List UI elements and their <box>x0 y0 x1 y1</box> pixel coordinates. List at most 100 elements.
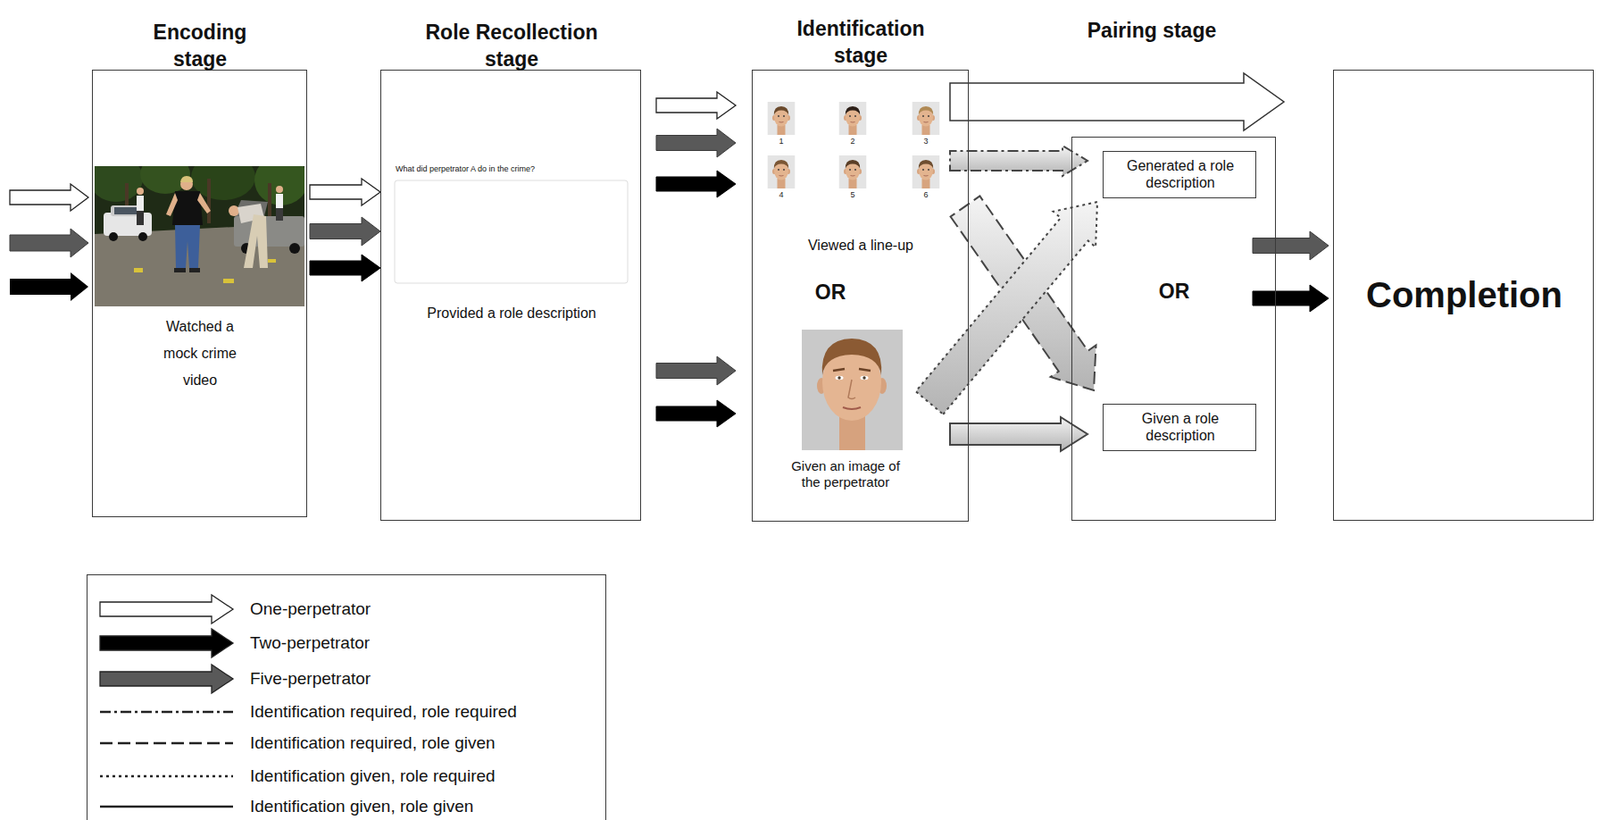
lineup-panel: Viewed a line-up <box>764 88 948 262</box>
crime-scene-photo <box>189 267 200 273</box>
stage-box: Pairing stageORGenerated a role descript… <box>1071 136 1276 521</box>
crime-scene-photo <box>289 242 300 254</box>
lineup-faces <box>912 101 941 135</box>
lineup-number: 3 <box>908 136 944 146</box>
crime-scene-photo <box>94 166 143 202</box>
stage-description: Watched a mock crime video <box>155 313 245 394</box>
stage-title: Role Recollection stage <box>400 18 624 73</box>
role-text: Generated a role description <box>1124 157 1237 192</box>
lineup-faces <box>912 155 941 189</box>
perpetrator-photo <box>862 375 866 379</box>
legend-line <box>100 741 234 745</box>
legend-text: Identification required, role required <box>250 700 517 723</box>
lineup-faces <box>767 101 941 189</box>
legend-text: Identification given, role required <box>250 765 496 787</box>
crime-scene-photo <box>197 192 211 214</box>
image-caption: Given an image of the perpetrator <box>787 458 904 491</box>
perpetrator-photo <box>835 375 844 380</box>
legend-swatch <box>96 790 240 820</box>
lineup-number: 4 <box>763 190 800 200</box>
legend-swatch <box>96 726 240 759</box>
block-arrow <box>1252 284 1329 312</box>
lineup-number: 5 <box>834 190 871 200</box>
perpetrator-photo <box>801 329 903 450</box>
lineup-faces <box>839 101 867 135</box>
legend-text: Two-perpetrator <box>250 632 370 654</box>
stage-description: Provided a role description <box>391 304 633 323</box>
lineup-number: 2 <box>834 136 871 146</box>
entry-arrow <box>9 183 89 301</box>
crime-scene-photo <box>275 208 284 221</box>
lineup-number: 6 <box>908 190 944 200</box>
crime-scene-photo <box>207 178 211 224</box>
block-arrow <box>656 170 736 198</box>
legend-arrow <box>100 628 234 658</box>
block-arrow <box>656 128 736 158</box>
legend-swatch <box>96 759 240 792</box>
crime-scene-photo <box>174 267 186 273</box>
stage-box: Role Recollection stageWhat did perpetra… <box>380 69 642 521</box>
crime-scene-photo <box>133 267 143 273</box>
image-panel: Given an image of the perpetrator <box>786 324 921 510</box>
legend-text: Identification required, role given <box>250 732 496 754</box>
crime-scene-photo <box>114 207 138 215</box>
legend-text: Identification given, role given <box>250 795 474 817</box>
perpetrator-photo <box>833 368 845 371</box>
answer-textbox <box>394 180 628 284</box>
entry-arrow <box>9 183 89 211</box>
lineup-faces <box>767 101 796 135</box>
stage-title: Identification stage <box>771 15 950 69</box>
perpetrator-photo <box>848 379 856 400</box>
block-arrow <box>916 201 1098 415</box>
block-arrow <box>1252 231 1329 260</box>
question-prompt: What did perpetrator A do in the crime? <box>395 164 626 175</box>
perpetrator-photo <box>842 407 861 409</box>
or-label: OR <box>1147 278 1201 304</box>
entry-arrow <box>9 272 89 301</box>
lineup-faces <box>839 155 867 189</box>
perpetrator-photo <box>822 338 882 375</box>
stage-title: Pairing stage <box>1084 16 1219 44</box>
legend-line <box>100 710 234 714</box>
legend-text: Five-perpetrator <box>250 667 371 690</box>
block-arrow <box>950 73 1284 131</box>
perpetrator-photo <box>837 375 841 379</box>
stage-box: Identification stageORViewed a line-upGi… <box>751 69 969 522</box>
legend-arrow <box>100 664 234 693</box>
stage-title: Encoding stage <box>133 18 267 73</box>
crime-scene-photo <box>175 225 200 268</box>
legend-line <box>100 775 234 778</box>
legend-arrow <box>100 594 234 624</box>
block-arrow <box>309 178 381 206</box>
legend-swatch <box>96 592 240 625</box>
crime-scene-photo <box>243 214 268 268</box>
crime-scene-photo <box>166 192 178 217</box>
crime-scene-photo <box>275 193 284 209</box>
block-arrow <box>950 145 1088 176</box>
legend-line <box>100 805 234 809</box>
crime-scene-photo <box>108 232 118 242</box>
role-box: Given a role description <box>1102 403 1257 451</box>
block-arrow <box>656 400 736 427</box>
entry-arrow <box>9 228 89 258</box>
perpetrator-photo <box>801 329 903 450</box>
completion-box: Completion <box>1333 69 1594 521</box>
crime-scene-photo <box>172 191 203 225</box>
crime-scene-photo <box>136 187 144 195</box>
crime-scene-photo <box>136 210 144 225</box>
or-label: OR <box>803 279 858 305</box>
role-box: Generated a role description <box>1102 150 1257 199</box>
legend-text: One-perpetrator <box>250 598 371 620</box>
lineup-caption: Viewed a line-up <box>775 236 946 255</box>
crime-scene-photo <box>136 195 144 211</box>
legend-swatch <box>96 662 240 695</box>
crime-scene-photo <box>110 205 142 217</box>
block-arrow <box>656 356 736 385</box>
crime-scene-photo <box>223 278 234 284</box>
crime-scene-photo <box>228 205 240 217</box>
perpetrator-photo <box>858 368 871 371</box>
